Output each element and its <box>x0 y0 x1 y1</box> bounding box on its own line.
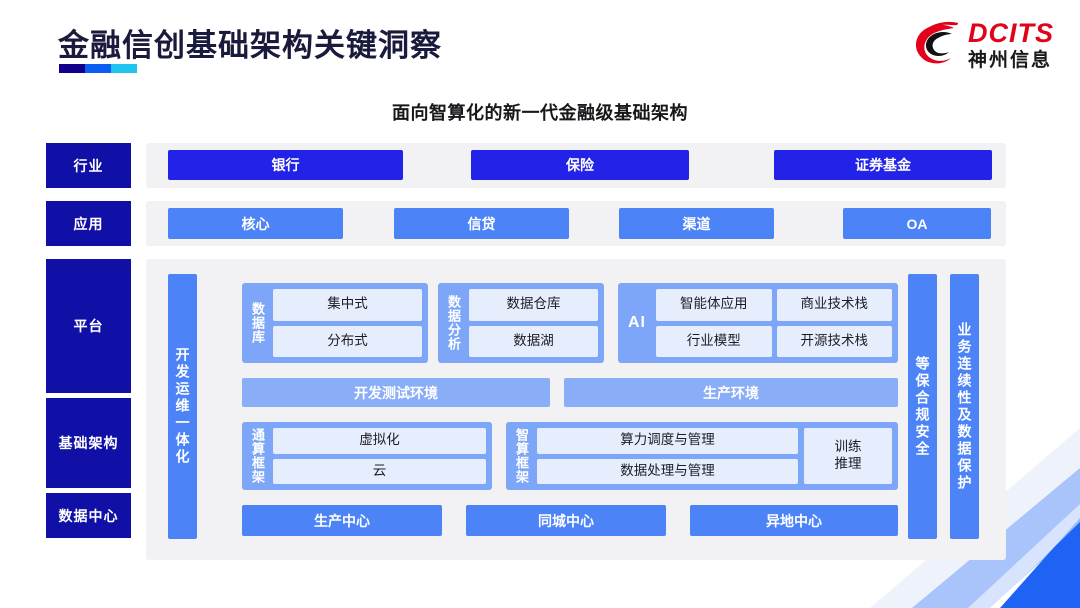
logo-text-cn: 神州信息 <box>968 50 1053 71</box>
group-general-compute-framework: 通算框架 虚拟化 云 <box>242 422 492 490</box>
group-body-data-analytics: 数据仓库 数据湖 <box>469 289 598 357</box>
title-rule-segment-1 <box>59 64 85 73</box>
vertical-bar-business-continuity[interactable]: 业务连续性及数据保护 <box>950 274 979 539</box>
group-label-ai: AI <box>628 314 646 331</box>
application-row-panel: 核心 信贷 渠道 OA <box>146 201 1006 246</box>
intelligent-compute-cells: 算力调度与管理 数据处理与管理 <box>537 428 798 484</box>
industry-chip-securities-fund[interactable]: 证券基金 <box>774 150 992 180</box>
cell-cloud[interactable]: 云 <box>273 458 486 484</box>
cell-data-processing[interactable]: 数据处理与管理 <box>537 458 798 484</box>
platform-infrastructure-panel: 开发运维一体化 等保合规安全 业务连续性及数据保护 数据库 集中式 分布式 数据… <box>146 259 1006 560</box>
group-body-database: 集中式 分布式 <box>273 289 422 357</box>
layer-label-infrastructure: 基础架构 <box>46 398 131 488</box>
industry-chip-bank[interactable]: 银行 <box>168 150 403 180</box>
group-body-ai: 智能体应用 商业技术栈 行业模型 开源技术栈 <box>656 289 892 357</box>
title-rule-segment-3 <box>111 64 137 73</box>
application-chip-oa[interactable]: OA <box>843 208 991 239</box>
cell-opensource-tech-stack[interactable]: 开源技术栈 <box>776 325 892 357</box>
diagram-subtitle: 面向智算化的新一代金融级基础架构 <box>392 103 688 123</box>
cell-commercial-tech-stack[interactable]: 商业技术栈 <box>776 289 892 321</box>
group-database: 数据库 集中式 分布式 <box>242 283 428 363</box>
industry-chip-insurance[interactable]: 保险 <box>471 150 689 180</box>
dcits-logo: DCITS 神州信息 <box>914 20 1054 70</box>
env-bar-dev-test[interactable]: 开发测试环境 <box>242 378 550 407</box>
logo-text-en: DCITS <box>968 18 1054 48</box>
group-intelligent-compute-framework: 智算框架 算力调度与管理 数据处理与管理 训练 推理 <box>506 422 898 490</box>
cell-distributed[interactable]: 分布式 <box>273 325 422 357</box>
layer-label-platform: 平台 <box>46 259 131 393</box>
layer-label-column: 行业 应用 平台 基础架构 数据中心 <box>46 143 131 563</box>
dcits-logo-mark <box>915 21 958 64</box>
group-label-intelligent-compute: 智算框架 <box>514 428 529 484</box>
page-title: 金融信创基础架构关键洞察 <box>58 28 442 63</box>
layer-label-data-center: 数据中心 <box>46 493 131 538</box>
layer-label-industry: 行业 <box>46 143 131 188</box>
data-center-remote[interactable]: 异地中心 <box>690 505 898 536</box>
cell-compute-scheduling[interactable]: 算力调度与管理 <box>537 428 798 454</box>
group-label-data-analytics: 数据分析 <box>446 295 461 351</box>
layer-label-application: 应用 <box>46 201 131 246</box>
vertical-bar-devops[interactable]: 开发运维一体化 <box>168 274 197 539</box>
env-bar-production[interactable]: 生产环境 <box>564 378 898 407</box>
group-ai: AI 智能体应用 商业技术栈 行业模型 开源技术栈 <box>618 283 898 363</box>
industry-row-panel: 银行 保险 证券基金 <box>146 143 1006 188</box>
cell-agent-application[interactable]: 智能体应用 <box>656 289 772 321</box>
application-chip-channel[interactable]: 渠道 <box>619 208 774 239</box>
cell-data-warehouse[interactable]: 数据仓库 <box>469 289 598 321</box>
cell-centralized[interactable]: 集中式 <box>273 289 422 321</box>
application-chip-credit[interactable]: 信贷 <box>394 208 569 239</box>
title-rule-segment-2 <box>85 64 111 73</box>
architecture-diagram: 行业 应用 平台 基础架构 数据中心 银行 保险 证券基金 核心 信贷 渠道 O… <box>46 143 1006 563</box>
cell-training-inference[interactable]: 训练 推理 <box>804 428 892 484</box>
intelligent-compute-side: 训练 推理 <box>804 428 892 484</box>
group-label-general-compute: 通算框架 <box>250 428 265 484</box>
group-body-intelligent-compute: 算力调度与管理 数据处理与管理 训练 推理 <box>537 428 892 484</box>
title-rule <box>59 64 137 73</box>
application-chip-core[interactable]: 核心 <box>168 208 343 239</box>
cell-industry-model[interactable]: 行业模型 <box>656 325 772 357</box>
group-data-analytics: 数据分析 数据仓库 数据湖 <box>438 283 604 363</box>
cell-data-lake[interactable]: 数据湖 <box>469 325 598 357</box>
data-center-production[interactable]: 生产中心 <box>242 505 442 536</box>
data-center-metro[interactable]: 同城中心 <box>466 505 666 536</box>
vertical-bar-security-compliance[interactable]: 等保合规安全 <box>908 274 937 539</box>
group-body-general-compute: 虚拟化 云 <box>273 428 486 484</box>
group-label-database: 数据库 <box>250 302 265 344</box>
cell-virtualization[interactable]: 虚拟化 <box>273 428 486 454</box>
